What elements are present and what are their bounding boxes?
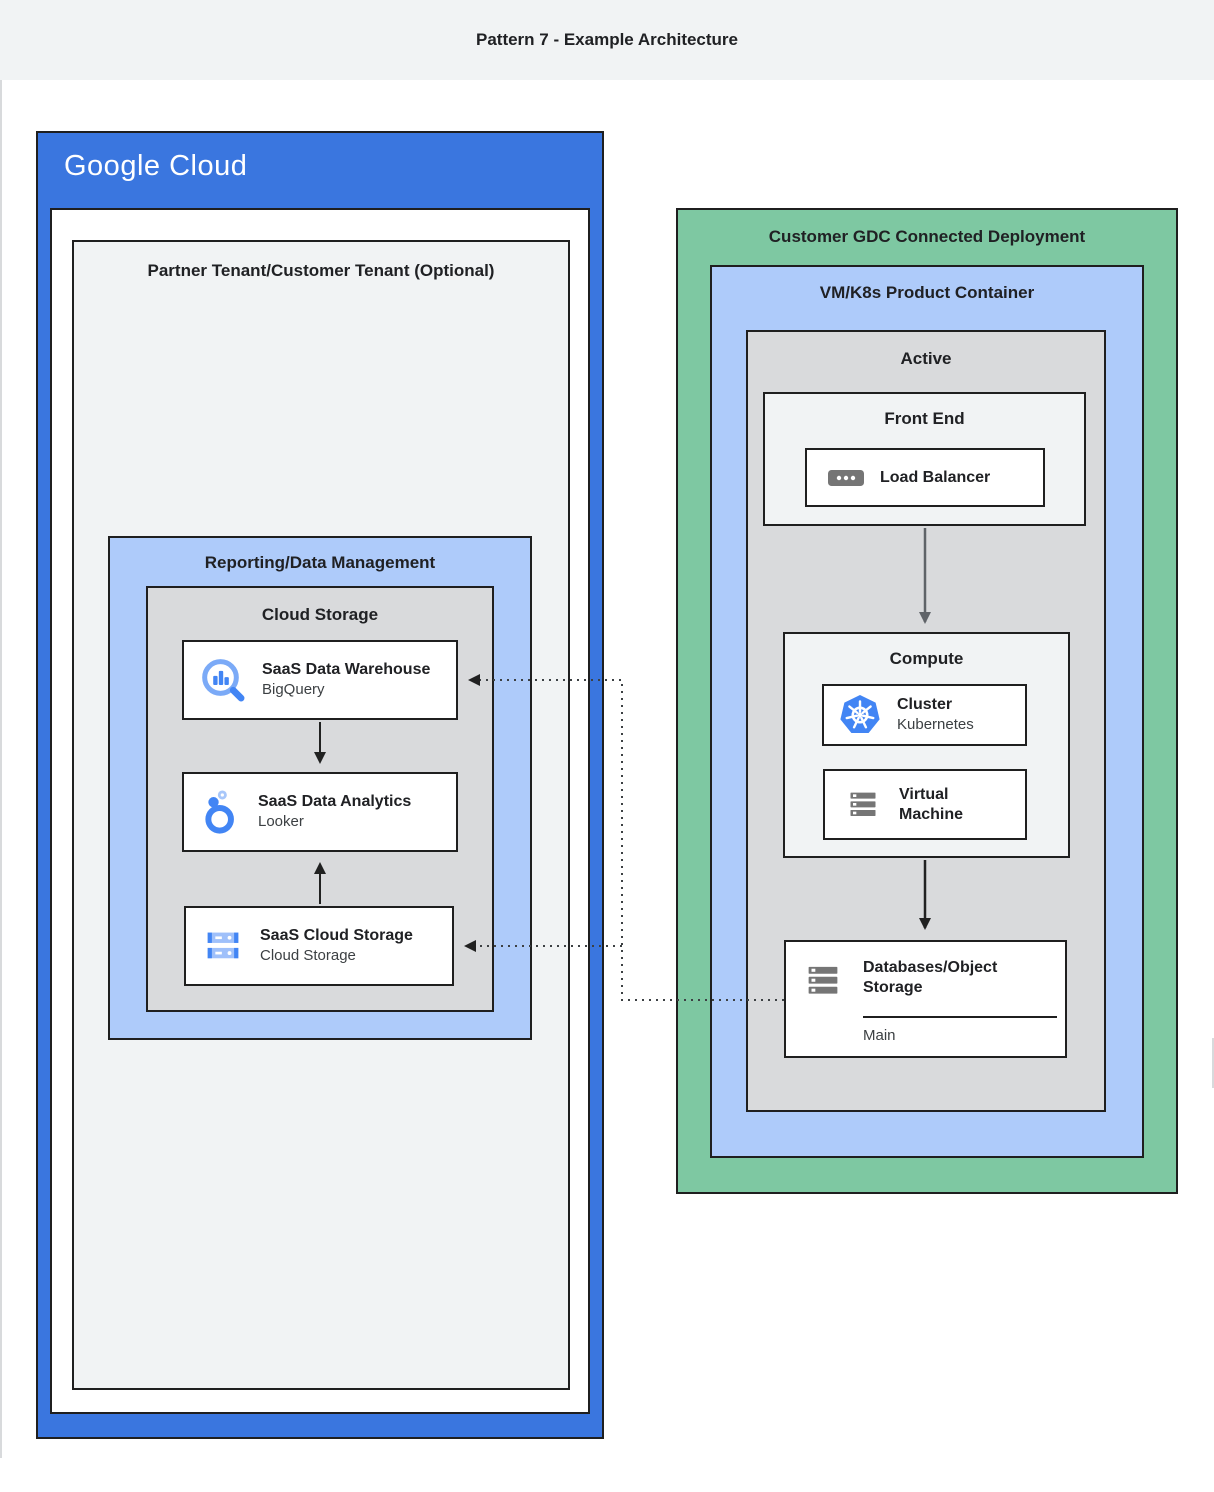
node-title: SaaS Cloud Storage [260,927,413,944]
partner-tenant-label: Partner Tenant/Customer Tenant (Optional… [147,261,495,280]
title-bar: Pattern 7 - Example Architecture [0,0,1214,80]
node-saas-cloud-storage: SaaS Cloud Storage Cloud Storage [184,906,454,986]
compute-group-label: Compute [889,649,964,668]
page-title: Pattern 7 - Example Architecture [475,30,738,49]
left-page-edge [0,80,2,1458]
google-cloud-logo-google: Google [64,150,161,182]
node-title: SaaS Data Warehouse [262,661,431,678]
front-end-label: Front End [884,409,965,428]
bigquery-icon [202,659,245,702]
google-cloud-logo-cloud: Cloud [169,150,248,182]
node-title: SaaS Data Analytics [258,793,412,810]
virtual-machine-icon [850,792,876,816]
node-saas-data-warehouse: SaaS Data Warehouse BigQuery [182,640,458,720]
reporting-data-management-label: Reporting/Data Management [204,553,436,572]
cloud-storage-icon [207,932,239,959]
databases-icon [808,966,838,994]
node-databases-object-storage: Databases/Object Storage Main [784,940,1067,1058]
node-subtitle: Looker [258,813,304,830]
looker-icon [205,790,234,834]
google-cloud-logo: Google Cloud [64,150,247,183]
node-title: Load Balancer [880,468,991,486]
gdc-deployment-label: Customer GDC Connected Deployment [768,227,1086,246]
node-saas-data-analytics: SaaS Data Analytics Looker [182,772,458,852]
node-subtitle: BigQuery [262,681,325,698]
node-load-balancer: Load Balancer [805,448,1045,507]
node-subtitle: Kubernetes [897,716,974,733]
storage-divider [863,1016,1057,1018]
right-page-edge [1212,1038,1214,1088]
node-title: Virtual Machine [899,785,964,823]
kubernetes-icon [840,695,880,733]
load-balancer-icon [828,469,864,486]
node-virtual-machine: Virtual Machine [823,769,1027,840]
cloud-storage-group-label: Cloud Storage [261,605,379,624]
node-subtitle: Cloud Storage [260,947,356,964]
vm-k8s-product-container-label: VM/K8s Product Container [819,283,1035,302]
node-title: Databases/Object Storage [863,959,998,996]
storage-section-label: Main [863,1027,896,1044]
active-group-label: Active [900,349,952,368]
node-title: Cluster [897,696,953,713]
node-cluster-kubernetes: Cluster Kubernetes [822,684,1027,746]
